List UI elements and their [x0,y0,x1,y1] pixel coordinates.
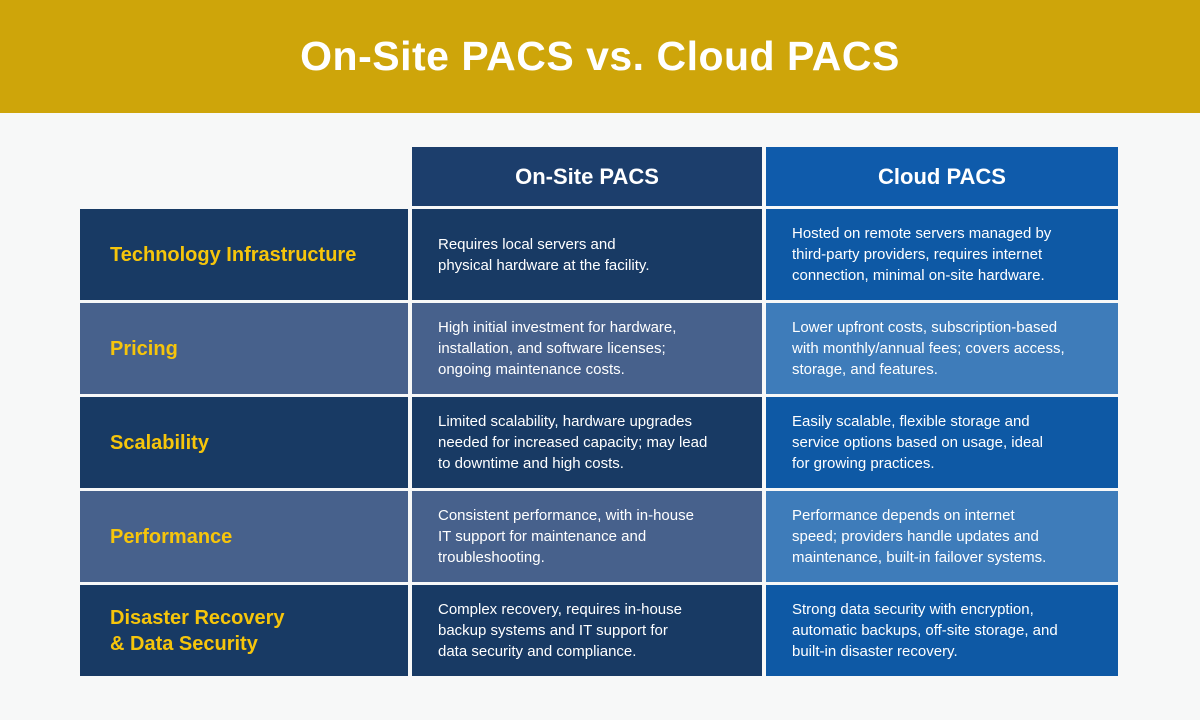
cell-text: Limited scalability, hardware upgrades n… [438,413,708,472]
cell-pricing-cloud: Lower upfront costs, subscription-based … [766,303,1118,394]
row-label-pricing: Pricing [80,303,408,394]
cell-performance-onsite: Consistent performance, with in-house IT… [412,491,762,582]
cell-text: High initial investment for hardware, in… [438,319,677,378]
cell-text: Performance depends on internet speed; p… [792,507,1047,566]
cell-technology-cloud: Hosted on remote servers managed by thir… [766,209,1118,300]
cell-text: Easily scalable, flexible storage and se… [792,413,1044,472]
cell-disaster-onsite: Complex recovery, requires in-house back… [412,585,762,676]
row-label-performance: Performance [80,491,408,582]
page-title: On-Site PACS vs. Cloud PACS [300,33,900,79]
cell-technology-onsite: Requires local servers and physical hard… [412,209,762,300]
cell-text: Hosted on remote servers managed by thir… [792,225,1052,284]
cell-text: Lower upfront costs, subscription-based … [792,319,1065,378]
header-spacer [80,147,408,206]
cell-scalability-onsite: Limited scalability, hardware upgrades n… [412,397,762,488]
row-label-disaster-recovery: Disaster Recovery & Data Security [80,585,408,676]
cell-text: Requires local servers and physical hard… [438,235,650,274]
comparison-table: On-Site PACS Cloud PACS Technology Infra… [80,147,1118,676]
column-header-cloud: Cloud PACS [766,147,1118,206]
cell-disaster-cloud: Strong data security with encryption, au… [766,585,1118,676]
cell-text: Strong data security with encryption, au… [792,601,1058,660]
column-header-onsite: On-Site PACS [412,147,762,206]
row-label-scalability: Scalability [80,397,408,488]
cell-performance-cloud: Performance depends on internet speed; p… [766,491,1118,582]
row-label-technology-infrastructure: Technology Infrastructure [80,209,408,300]
cell-text: Complex recovery, requires in-house back… [438,601,682,660]
cell-text: Consistent performance, with in-house IT… [438,507,694,566]
cell-pricing-onsite: High initial investment for hardware, in… [412,303,762,394]
cell-scalability-cloud: Easily scalable, flexible storage and se… [766,397,1118,488]
title-banner: On-Site PACS vs. Cloud PACS [0,0,1200,113]
